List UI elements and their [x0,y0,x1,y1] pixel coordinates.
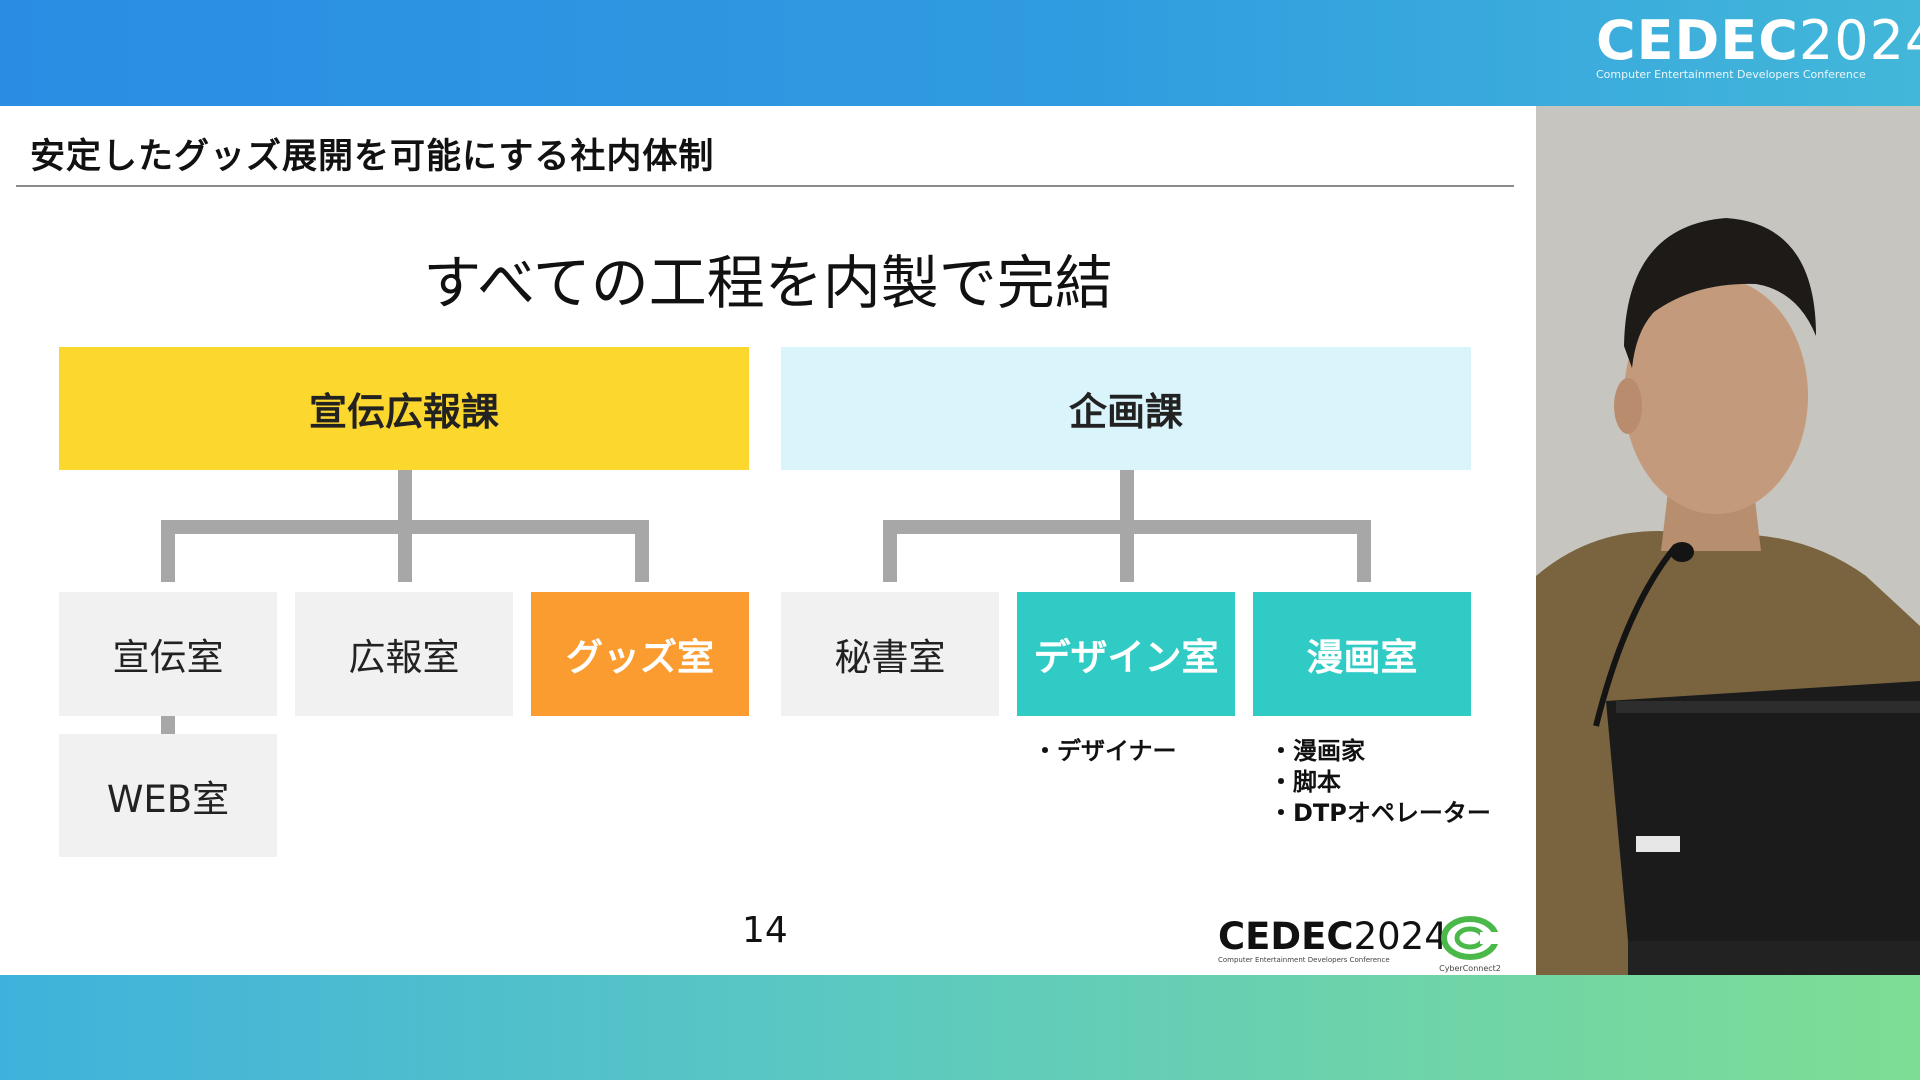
design-room-notes: ・デザイナー [1033,736,1177,767]
footer-cedec-logo: CEDEC2024 Computer Entertainment Develop… [1218,915,1448,965]
manga-room-box: 漫画室 [1253,592,1471,716]
manga-room-notes: ・漫画家 ・脚本 ・DTPオペレーター [1269,736,1491,829]
design-room-box: デザイン室 [1017,592,1235,716]
top-banner [0,0,1920,106]
note-item: ・脚本 [1269,768,1341,796]
speaker-video-image [1536,106,1920,975]
connector [883,520,897,582]
planning-department-box: 企画課 [781,347,1471,470]
cyberconnect2-logo: CyberConnect2 [1428,916,1512,976]
speaker-video-feed [1536,106,1920,975]
slide-headline: すべての工程を内製で完結 [423,249,1113,317]
connector [398,520,412,582]
bottom-banner [0,975,1920,1080]
connector [398,470,412,526]
connector [1357,520,1371,582]
presentation-slide: 安定したグッズ展開を可能にする社内体制 すべての工程を内製で完結 宣伝広報課 企… [0,106,1536,975]
connector [1120,520,1134,582]
title-divider [16,185,1514,187]
web-room-box: WEB室 [59,734,277,857]
connector [635,520,649,582]
goods-room-box: グッズ室 [531,592,749,716]
publicity-department-box: 宣伝広報課 [59,347,749,470]
pr-room-box: 広報室 [295,592,513,716]
slide-title: 安定したグッズ展開を可能にする社内体制 [30,137,715,177]
note-item: ・DTPオペレーター [1269,799,1491,827]
connector [161,520,175,582]
connector [1120,470,1134,526]
page-number: 14 [742,910,788,951]
advertising-room-box: 宣伝室 [59,592,277,716]
connector [161,716,175,734]
secretary-room-box: 秘書室 [781,592,999,716]
note-item: ・漫画家 [1269,737,1365,765]
cedec-logo: CEDEC2024 Computer Entertainment Develop… [1596,9,1920,82]
note-item: ・デザイナー [1033,737,1177,765]
